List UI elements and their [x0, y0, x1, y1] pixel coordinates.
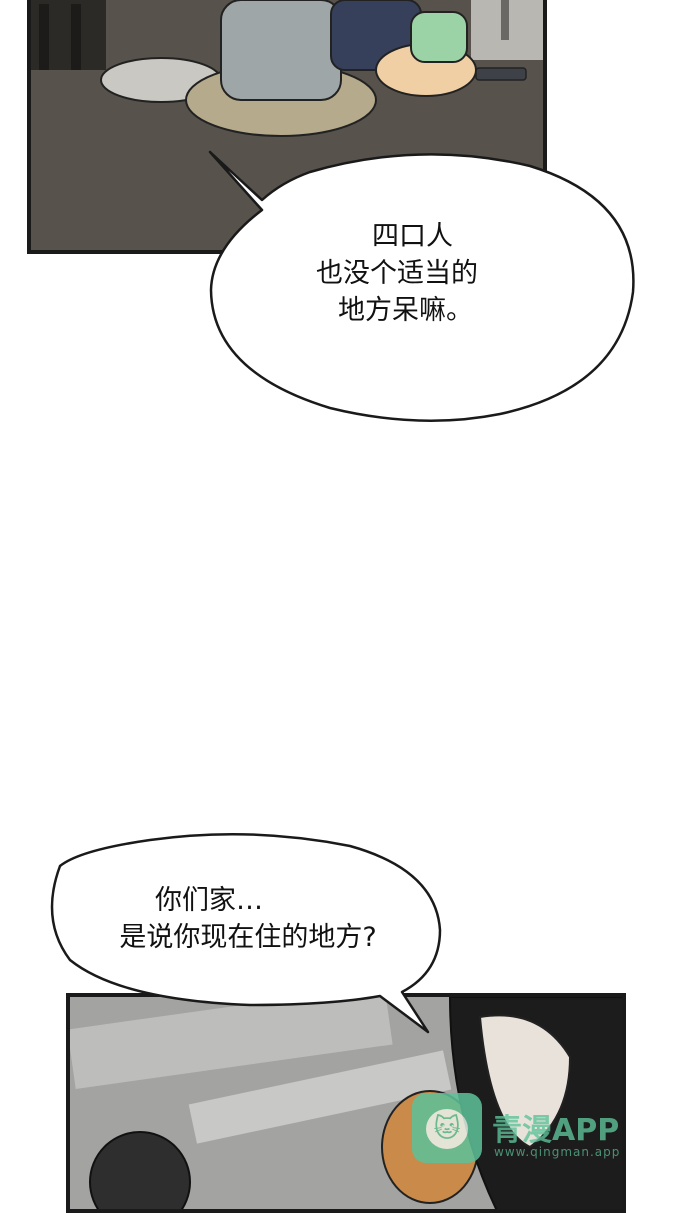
speech-bubble-1-shape: [208, 150, 635, 422]
watermark-url: www.qingman.app: [494, 1145, 621, 1159]
speech-1-line-2: 也没个适当的: [316, 258, 478, 289]
speech-1-line-3: 地方呆嘛。: [338, 295, 473, 326]
speech-1-line-1: 四口人: [372, 221, 453, 252]
speech-2-line-1: 你们家…: [155, 885, 263, 916]
cat-logo-icon: 🐱: [412, 1093, 482, 1163]
panel-top-artwork: [31, 0, 543, 250]
speech-bubble-2-shape: [50, 832, 442, 1034]
speech-bubble-1: 四口人 也没个适当的 地方呆嘛。: [300, 218, 560, 329]
comic-panel-bottom: [66, 993, 626, 1213]
watermark-brand: 青漫APP: [492, 1113, 620, 1148]
speech-2-line-2: 是说你现在住的地方?: [119, 922, 377, 953]
panel-bottom-artwork: [70, 997, 622, 1209]
speech-bubble-2: 你们家… 是说你现在住的地方?: [58, 882, 438, 956]
comic-panel-top: [27, 0, 547, 254]
